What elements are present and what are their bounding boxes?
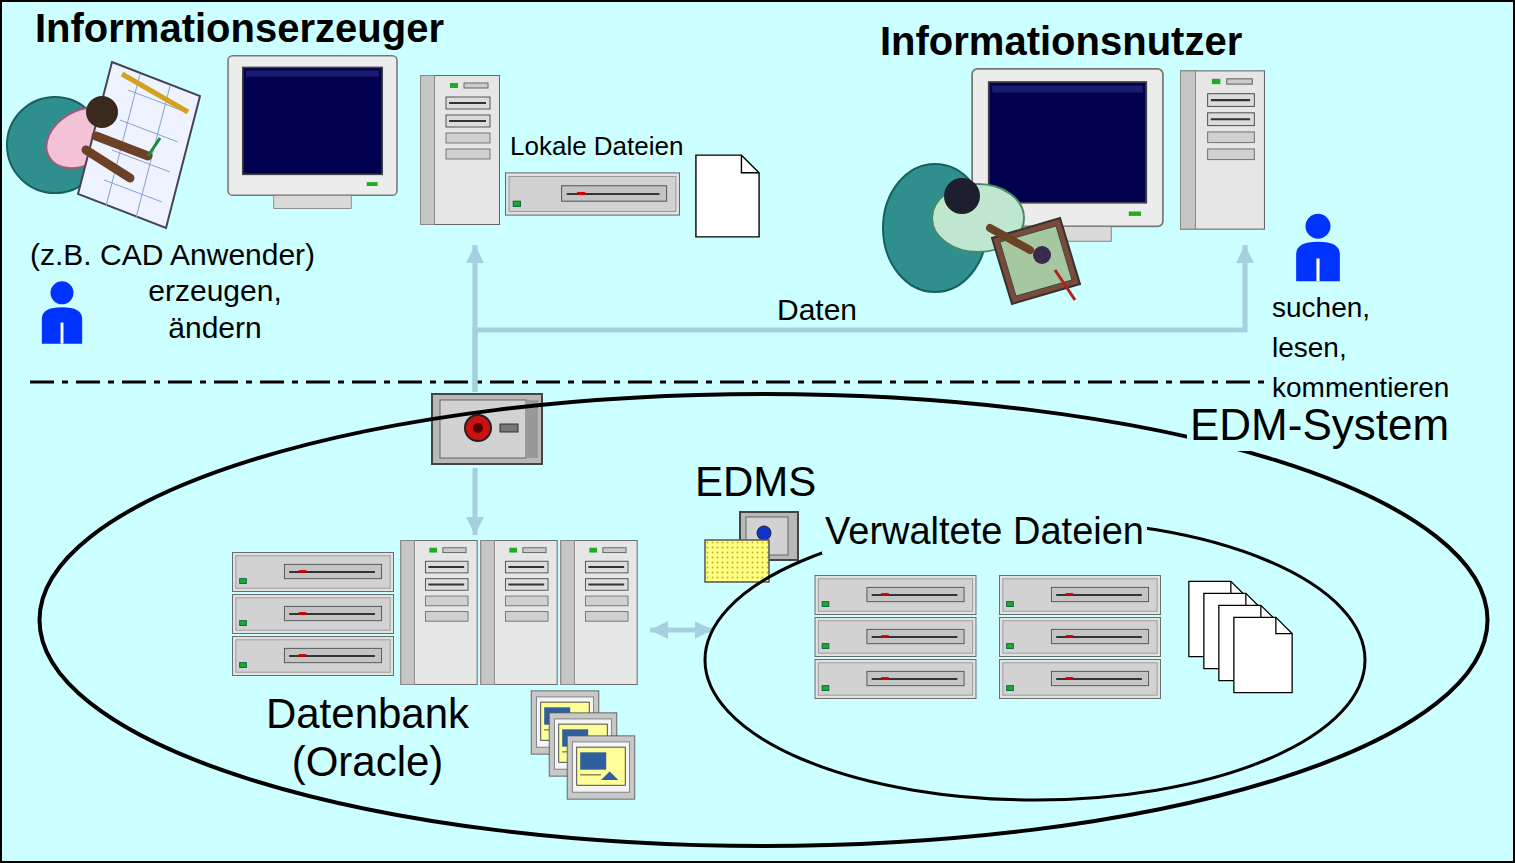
reader-figure (883, 164, 1080, 304)
ellipse-outline (40, 394, 1488, 846)
tower-pc (1181, 71, 1265, 229)
illustration-part (1033, 246, 1051, 264)
server-tower (481, 540, 557, 684)
connector-arrow (650, 628, 713, 633)
record-icon (567, 736, 635, 799)
role-note: (z.B. CAD Anwender) (30, 238, 315, 273)
server-tower (561, 540, 637, 684)
actor-area: Informationserzeuger (20, 0, 790, 245)
illustration-part (148, 138, 160, 156)
user-icon (1296, 214, 1340, 282)
connector-arrow (473, 468, 478, 535)
local-drive (506, 173, 680, 215)
illustration-part (432, 394, 542, 464)
illustration-part (96, 136, 148, 156)
illustration-part (120, 120, 178, 142)
illustration-part (526, 400, 538, 458)
illustration-part (705, 540, 769, 582)
tower-pc (421, 76, 500, 225)
edms-icon (705, 512, 798, 582)
server-unit (233, 552, 394, 591)
illustration-part (122, 74, 188, 112)
server-unit (1000, 617, 1161, 656)
ellipse-outline (705, 520, 1365, 800)
file-store-title: Verwaltete Dateien (822, 510, 1147, 554)
illustration-part (473, 423, 483, 433)
vault-icon (432, 394, 542, 464)
ellipse-outline (690, 455, 1375, 805)
illustration-part (1055, 270, 1075, 300)
server-unit (815, 617, 976, 656)
illustration-part (78, 62, 200, 228)
file-store-ellipse: EDMSVerwaltete Dateien (690, 455, 1375, 805)
drive-label: Lokale Dateien (510, 132, 683, 162)
actor-area: Informationsnutzer (860, 0, 1505, 245)
illustration-part (104, 180, 162, 202)
connector-label: Daten (774, 293, 860, 328)
server-unit (1000, 659, 1161, 698)
illustration-part (944, 178, 980, 214)
server-unit (1000, 575, 1161, 614)
server-unit (815, 659, 976, 698)
system-ellipse: EDM-SystemDatenbank (Oracle)EDMSVerwalte… (37, 392, 1490, 848)
server-unit (233, 636, 394, 675)
server-tower (401, 540, 477, 684)
actor-title: Informationsnutzer (880, 18, 1242, 64)
activity-label: suchen, lesen, kommentieren (1269, 288, 1505, 408)
document-icon (1234, 617, 1292, 692)
actor-title: Informationserzeuger (35, 5, 444, 51)
illustration-part (500, 424, 518, 432)
illustration-part (86, 150, 130, 178)
illustration-part (990, 228, 1030, 250)
user-icon (42, 281, 82, 343)
server-unit (233, 594, 394, 633)
cad-user-figure (7, 62, 200, 228)
edms-title: EDMS (695, 458, 816, 506)
database-group: Datenbank (Oracle) (225, 535, 650, 805)
illustration-part (465, 415, 491, 441)
illustration-part (757, 526, 771, 540)
activity-label: erzeugen, ändern (120, 272, 310, 346)
illustration-part (992, 218, 1080, 304)
database-title: Datenbank (Oracle) (235, 690, 500, 786)
illustration-part (86, 96, 118, 128)
document-icon (696, 155, 759, 237)
connector-arrow (475, 245, 1245, 392)
server-unit (815, 575, 976, 614)
monitor (228, 56, 397, 209)
